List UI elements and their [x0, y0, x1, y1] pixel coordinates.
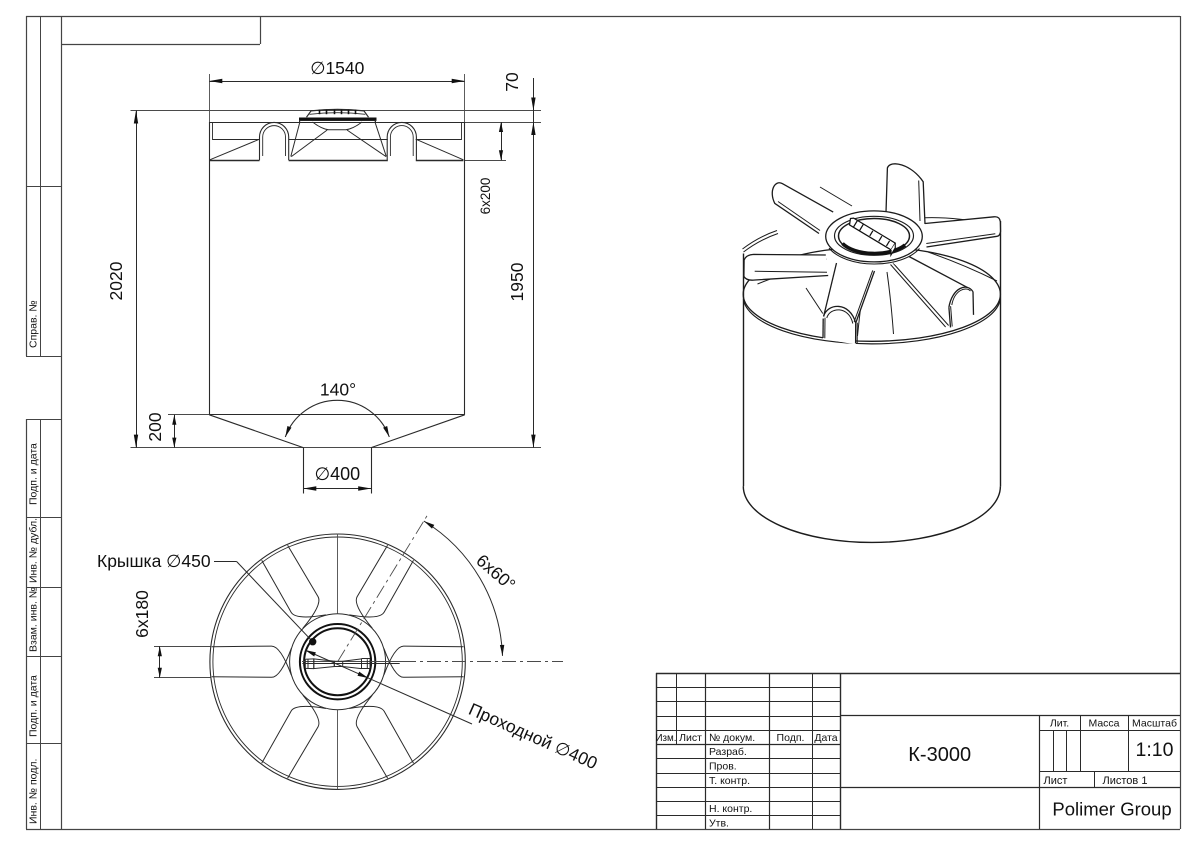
svg-text:Утв.: Утв. [709, 818, 729, 830]
svg-text:Лист: Лист [1044, 775, 1068, 787]
svg-text:Справ. №: Справ. № [28, 300, 40, 348]
svg-text:70: 70 [502, 72, 522, 92]
svg-text:Подп. и дата: Подп. и дата [28, 675, 40, 737]
svg-text:200: 200 [145, 412, 165, 441]
svg-text:2020: 2020 [106, 261, 126, 300]
svg-text:1950: 1950 [507, 262, 527, 301]
svg-text:Масштаб: Масштаб [1132, 718, 1177, 730]
svg-text:Т. контр.: Т. контр. [709, 775, 750, 787]
svg-text:Подп.: Подп. [777, 732, 805, 744]
svg-text:Н. контр.: Н. контр. [709, 803, 752, 815]
svg-text:Инв. № дубл.: Инв. № дубл. [28, 518, 40, 583]
svg-text:Подп. и дата: Подп. и дата [28, 443, 40, 505]
svg-text:Листов 1: Листов 1 [1103, 775, 1148, 787]
svg-text:Инв. № подл.: Инв. № подл. [28, 759, 40, 824]
svg-text:1:10: 1:10 [1136, 739, 1174, 761]
svg-text:Разраб.: Разраб. [709, 746, 747, 758]
svg-text:К-3000: К-3000 [908, 744, 971, 766]
svg-text:Взам. инв. №: Взам. инв. № [28, 587, 40, 652]
svg-text:№ докум.: № докум. [709, 732, 755, 744]
svg-text:Polimer Group: Polimer Group [1052, 799, 1171, 820]
svg-text:6x180: 6x180 [132, 590, 152, 638]
svg-text:140°: 140° [320, 380, 356, 400]
svg-text:Пров.: Пров. [709, 761, 737, 773]
svg-text:∅400: ∅400 [314, 464, 360, 484]
svg-text:6x200: 6x200 [478, 178, 493, 215]
svg-text:∅1540: ∅1540 [310, 58, 364, 78]
svg-text:Лит.: Лит. [1050, 718, 1069, 730]
svg-text:Масса: Масса [1088, 718, 1119, 730]
svg-text:Крышка ∅450: Крышка ∅450 [97, 551, 211, 571]
svg-text:Изм.: Изм. [656, 733, 677, 744]
svg-text:Лист: Лист [679, 732, 702, 744]
svg-text:Дата: Дата [814, 732, 837, 744]
